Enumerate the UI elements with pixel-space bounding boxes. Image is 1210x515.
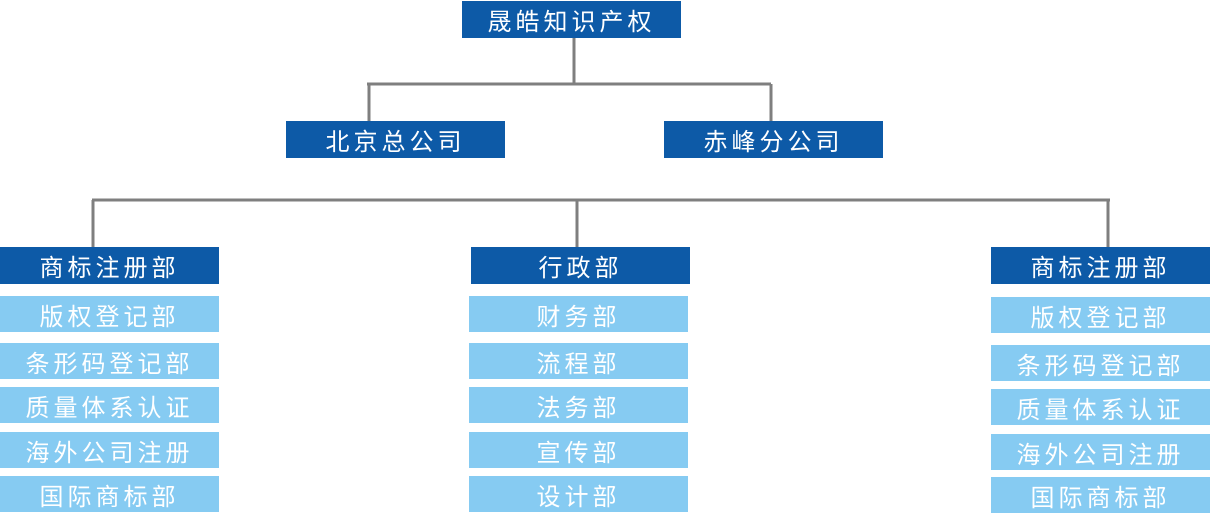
right-item-label: 版权登记部: [1030, 303, 1171, 332]
left-item-label: 国际商标部: [39, 482, 180, 511]
left-item-box: 质量体系认证: [0, 387, 219, 423]
middle-item-box: 流程部: [469, 343, 688, 379]
right-item-box: 条形码登记部: [991, 345, 1210, 381]
middle-item-label: 财务部: [536, 302, 621, 331]
chifeng-branch-label: 赤峰分公司: [703, 128, 844, 156]
root-box: 晟皓知识产权: [462, 1, 681, 38]
right-dept-head-box: 商标注册部: [991, 247, 1210, 284]
left-item-box: 版权登记部: [0, 296, 219, 332]
beijing-head-office-box: 北京总公司: [286, 121, 505, 158]
middle-item-box: 设计部: [469, 476, 688, 512]
left-item-label: 版权登记部: [39, 302, 180, 331]
right-item-label: 条形码登记部: [1016, 351, 1185, 380]
middle-item-label: 设计部: [536, 482, 621, 511]
right-item-label: 国际商标部: [1030, 483, 1171, 512]
left-item-box: 国际商标部: [0, 476, 219, 512]
middle-item-box: 宣传部: [469, 432, 688, 468]
middle-item-box: 财务部: [469, 296, 688, 332]
right-item-box: 海外公司注册: [991, 434, 1210, 470]
left-item-box: 条形码登记部: [0, 343, 219, 379]
beijing-head-office-label: 北京总公司: [325, 128, 466, 156]
middle-item-label: 法务部: [536, 393, 621, 422]
right-item-box: 质量体系认证: [991, 389, 1210, 425]
left-item-label: 海外公司注册: [25, 438, 194, 467]
right-item-label: 海外公司注册: [1016, 440, 1185, 469]
left-item-box: 海外公司注册: [0, 432, 219, 468]
middle-item-label: 宣传部: [536, 438, 621, 467]
chifeng-branch-box: 赤峰分公司: [664, 121, 883, 158]
left-item-label: 质量体系认证: [25, 393, 194, 422]
right-item-box: 版权登记部: [991, 297, 1210, 333]
right-dept-head-label: 商标注册部: [1030, 254, 1171, 282]
left-dept-head-label: 商标注册部: [39, 254, 180, 282]
left-dept-head-box: 商标注册部: [0, 247, 219, 284]
middle-item-box: 法务部: [469, 387, 688, 423]
middle-dept-head-box: 行政部: [471, 247, 690, 284]
middle-item-label: 流程部: [536, 349, 621, 378]
right-item-box: 国际商标部: [991, 477, 1210, 513]
root-label: 晟皓知识产权: [487, 8, 656, 36]
middle-dept-head-label: 行政部: [538, 254, 623, 282]
left-item-label: 条形码登记部: [25, 349, 194, 378]
right-item-label: 质量体系认证: [1016, 395, 1185, 424]
